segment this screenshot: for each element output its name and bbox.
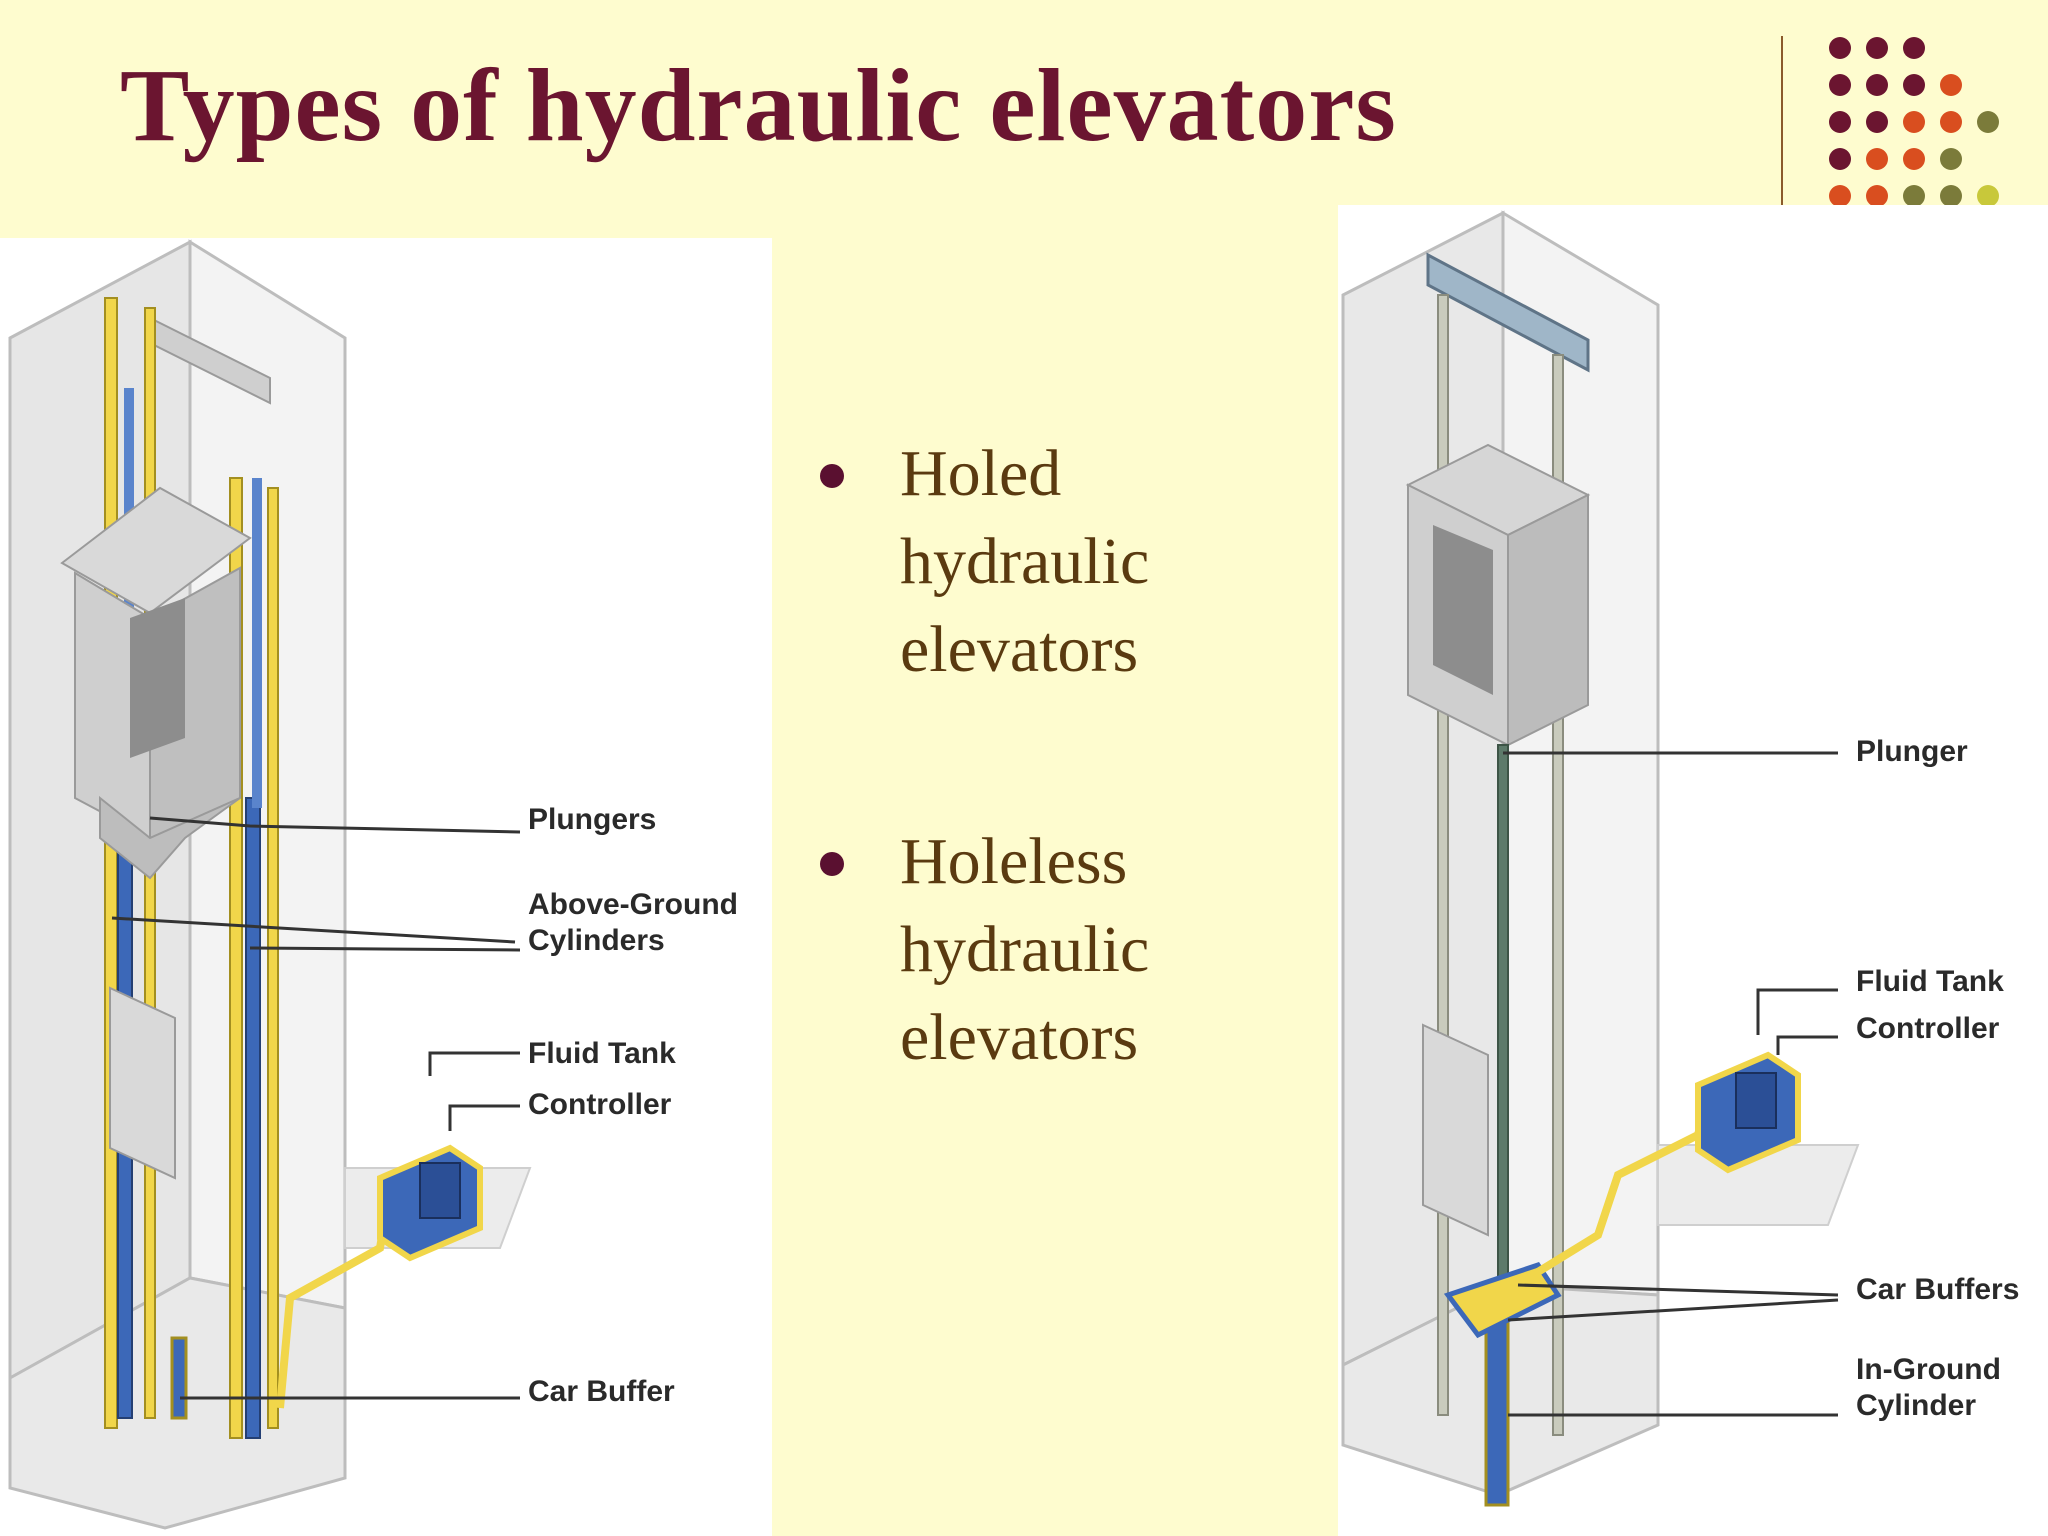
label-plungers: Plungers bbox=[528, 803, 656, 836]
plunger-rod bbox=[1497, 744, 1509, 1306]
holeless-elevator-diagram: Plunger Fluid Tank Controller Car Buffer… bbox=[1338, 205, 2048, 1536]
label-cylinder: Cylinder bbox=[1856, 1389, 1976, 1422]
holed-elevator-diagram: Plungers Above-Ground Cylinders Fluid Ta… bbox=[0, 238, 772, 1536]
dot-row-5 bbox=[1829, 185, 1999, 207]
label-controller: Controller bbox=[1856, 1012, 2000, 1045]
hoistway-door-panel bbox=[1422, 1023, 1489, 1237]
label-cylinders: Cylinders bbox=[528, 924, 665, 957]
holed-elevator-illustration: Plungers Above-Ground Cylinders Fluid Ta… bbox=[8, 239, 738, 1530]
label-in-ground: In-Ground bbox=[1856, 1353, 2001, 1386]
car-roof bbox=[60, 486, 252, 615]
label-car-buffers: Car Buffers bbox=[1856, 1273, 2019, 1306]
label-controller: Controller bbox=[528, 1088, 672, 1121]
bullet-text: Holeless hydraulic elevators bbox=[900, 825, 1150, 1074]
holeless-elevator-illustration: Plunger Fluid Tank Controller Car Buffer… bbox=[1341, 210, 2019, 1507]
label-above-ground: Above-Ground bbox=[528, 888, 738, 921]
bullet-list: Holed hydraulic elevators Holeless hydra… bbox=[820, 430, 1240, 1082]
dot-row-2 bbox=[1829, 74, 1962, 96]
decorative-dot-grid bbox=[1829, 37, 1999, 207]
label-fluid-tank: Fluid Tank bbox=[528, 1037, 676, 1070]
right-rail bbox=[1552, 354, 1564, 1436]
leader-lines bbox=[111, 816, 521, 1400]
label-car-buffer: Car Buffer bbox=[528, 1375, 675, 1408]
bullet-item: Holed hydraulic elevators bbox=[820, 430, 1240, 694]
right-cylinder bbox=[245, 797, 261, 1439]
in-ground-cylinder bbox=[1484, 1303, 1510, 1507]
slide-title: Types of hydraulic elevators bbox=[120, 48, 1397, 163]
dot-row-3 bbox=[1829, 111, 1999, 133]
right-rail-2 bbox=[267, 487, 279, 1429]
left-rail bbox=[1437, 294, 1449, 1416]
title-divider bbox=[1781, 36, 1783, 206]
controller-box bbox=[1735, 1072, 1777, 1129]
leader-lines bbox=[1503, 751, 1839, 1417]
car-door-opening bbox=[130, 598, 185, 758]
car-side bbox=[1507, 493, 1589, 747]
right-plunger bbox=[252, 478, 262, 808]
car-buffers-assembly bbox=[1443, 1262, 1562, 1339]
label-plunger: Plunger bbox=[1856, 735, 1968, 768]
top-beam bbox=[1426, 252, 1590, 373]
hoistway-door-panel bbox=[109, 986, 176, 1180]
car-platform bbox=[99, 795, 241, 880]
bullet-item: Holeless hydraulic elevators bbox=[820, 818, 1240, 1082]
left-rail bbox=[104, 297, 118, 1429]
dot-row-1 bbox=[1829, 37, 1925, 59]
car-buffer-shape bbox=[170, 1336, 188, 1420]
bullet-dot-icon bbox=[820, 464, 844, 488]
bullet-dot-icon bbox=[820, 852, 844, 876]
dot-row-4 bbox=[1829, 148, 1962, 170]
car-door-opening bbox=[1433, 525, 1493, 695]
bullet-text: Holed hydraulic elevators bbox=[900, 437, 1150, 686]
controller-box bbox=[419, 1162, 461, 1219]
label-fluid-tank: Fluid Tank bbox=[1856, 965, 2004, 998]
